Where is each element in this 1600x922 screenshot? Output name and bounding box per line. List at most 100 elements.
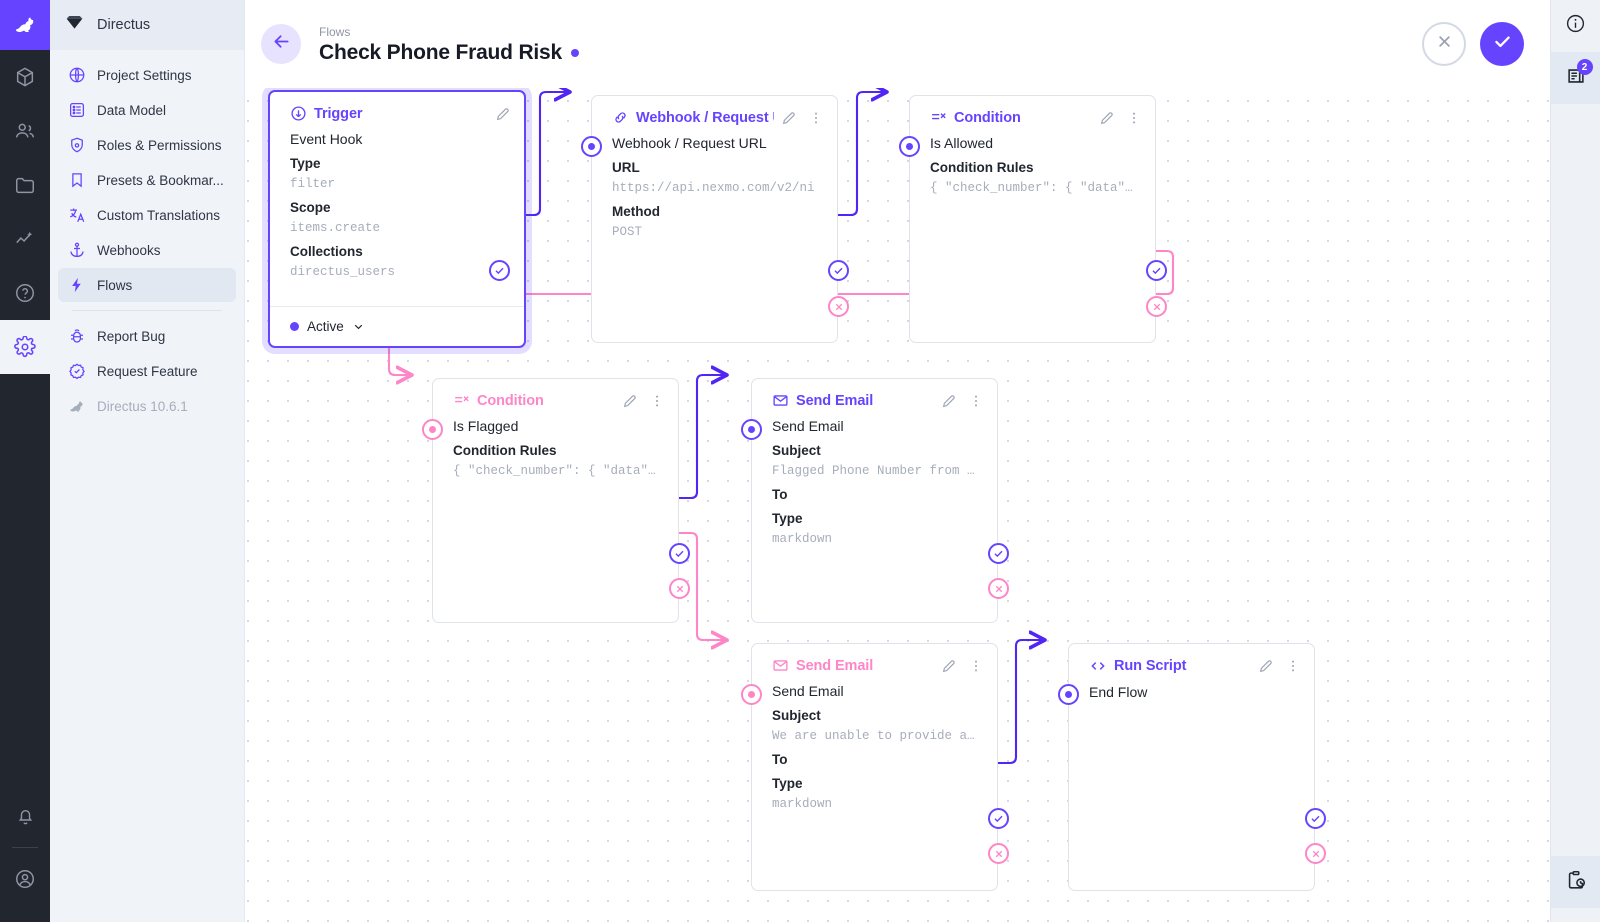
edit-pencil-icon[interactable]: [1258, 658, 1274, 674]
edit-pencil-icon[interactable]: [941, 658, 957, 674]
rail-item-content[interactable]: [0, 50, 50, 104]
node-header: Send Email: [752, 644, 997, 677]
edit-pencil-icon[interactable]: [1099, 110, 1115, 126]
rail-item-files[interactable]: [0, 158, 50, 212]
close-icon: [1435, 32, 1454, 56]
rail-item-insights[interactable]: [0, 212, 50, 266]
edit-pencil-icon[interactable]: [781, 110, 797, 126]
node-header: Condition: [910, 96, 1155, 129]
mail-icon: [772, 657, 789, 674]
shield-icon: [68, 136, 86, 154]
sidebar-version: Directus 10.6.1: [58, 389, 236, 423]
bug-icon: [68, 327, 86, 345]
check-icon: [1492, 31, 1513, 57]
node-body: Send Email Subject We are unable to prov…: [752, 677, 997, 824]
edit-pencil-icon[interactable]: [941, 393, 957, 409]
port-success-run-script[interactable]: [1305, 808, 1326, 829]
node-name: Is Allowed: [930, 135, 994, 151]
sidebar-header: Directus: [50, 0, 244, 50]
port-success-webhook[interactable]: [828, 260, 849, 281]
breadcrumb[interactable]: Flows: [319, 24, 351, 39]
more-options-icon[interactable]: [968, 658, 984, 674]
rail-item-logs[interactable]: 2: [1550, 52, 1600, 104]
node-field-value: items.create: [290, 221, 381, 235]
sidebar-item-label: Presets & Bookmar...: [97, 172, 224, 188]
rail-item-account[interactable]: [0, 852, 50, 906]
node-body: Is Flagged Condition Rules { "check_numb…: [433, 412, 678, 491]
more-options-icon[interactable]: [649, 393, 665, 409]
port-reject-send-email-flagged[interactable]: [988, 578, 1009, 599]
sidebar-item-project-settings[interactable]: Project Settings: [58, 58, 236, 92]
sidebar-item-custom-translations[interactable]: Custom Translations: [58, 198, 236, 232]
node-field-value: filter: [290, 177, 336, 191]
node-field-value: https://api.nexmo.com/v2/ni: [612, 181, 815, 195]
rail-item-info[interactable]: [1551, 0, 1600, 52]
flow-node-send-email-unable[interactable]: Send Email Send Email Subject We are una…: [751, 643, 998, 891]
back-button[interactable]: [261, 24, 301, 64]
more-options-icon[interactable]: [968, 393, 984, 409]
rail-divider: [12, 847, 38, 848]
more-options-icon[interactable]: [1126, 110, 1142, 126]
save-button[interactable]: [1480, 22, 1524, 66]
rail-item-notifications[interactable]: [0, 789, 50, 843]
rail-item-settings[interactable]: [0, 320, 50, 374]
port-success-trigger[interactable]: [489, 260, 510, 281]
flow-node-condition-allowed[interactable]: Condition Is Allowed Condition Rules { "…: [909, 95, 1156, 343]
node-title: Send Email: [796, 392, 874, 409]
sidebar-item-roles-permissions[interactable]: Roles & Permissions: [58, 128, 236, 162]
flow-node-webhook[interactable]: Webhook / Request U Webhook / Request UR…: [591, 95, 838, 343]
port-in-run-script[interactable]: [1058, 684, 1079, 705]
cancel-button[interactable]: [1422, 22, 1466, 66]
sidebar-item-presets-bookmarks[interactable]: Presets & Bookmar...: [58, 163, 236, 197]
port-success-send-email-unable[interactable]: [988, 808, 1009, 829]
node-name: Is Flagged: [453, 418, 519, 434]
flow-node-condition-flagged[interactable]: Condition Is Flagged Condition Rules { "…: [432, 378, 679, 623]
flow-node-trigger[interactable]: Trigger Event Hook Type filter Scope ite…: [268, 90, 526, 348]
port-success-condition-flagged[interactable]: [669, 543, 690, 564]
node-field-key: Method: [612, 204, 660, 219]
more-options-icon[interactable]: [1285, 658, 1301, 674]
node-field-key: Type: [290, 156, 321, 171]
port-in-send-email-unable[interactable]: [741, 684, 762, 705]
arrow-left-icon: [271, 31, 292, 57]
sidebar-item-request-feature[interactable]: Request Feature: [58, 354, 236, 388]
port-in-send-email-flagged[interactable]: [741, 419, 762, 440]
flow-node-run-script[interactable]: Run Script End Flow: [1068, 643, 1315, 891]
sidebar-item-data-model[interactable]: Data Model: [58, 93, 236, 127]
node-name: Send Email: [772, 683, 844, 699]
rail-item-activity[interactable]: [1550, 856, 1600, 908]
topbar-actions: [1422, 22, 1524, 66]
edit-pencil-icon[interactable]: [495, 106, 511, 122]
port-in-webhook[interactable]: [581, 136, 602, 157]
sidebar-item-webhooks[interactable]: Webhooks: [58, 233, 236, 267]
edit-pencil-icon[interactable]: [622, 393, 638, 409]
port-reject-run-script[interactable]: [1305, 843, 1326, 864]
node-status-toggle[interactable]: Active: [270, 306, 524, 346]
sidebar-nav: Project Settings Data Model Roles & Perm…: [50, 50, 244, 424]
port-reject-webhook[interactable]: [828, 296, 849, 317]
port-reject-send-email-unable[interactable]: [988, 843, 1009, 864]
node-field-key: Condition Rules: [930, 160, 1034, 175]
port-success-condition-allowed[interactable]: [1146, 260, 1167, 281]
rail-item-users[interactable]: [0, 104, 50, 158]
node-title: Run Script: [1114, 658, 1187, 674]
port-reject-condition-allowed[interactable]: [1146, 296, 1167, 317]
port-in-condition-allowed[interactable]: [899, 136, 920, 157]
sidebar-version-label: Directus 10.6.1: [97, 398, 188, 414]
flow-editor: Trigger Event Hook Type filter Scope ite…: [245, 0, 1550, 922]
right-rail: 2: [1550, 0, 1600, 922]
node-title: Condition: [954, 109, 1021, 126]
port-success-send-email-flagged[interactable]: [988, 543, 1009, 564]
flow-node-send-email-flagged[interactable]: Send Email Send Email Subject Flagged Ph…: [751, 378, 998, 623]
sidebar-item-flows[interactable]: Flows: [58, 268, 236, 302]
port-in-condition-flagged[interactable]: [422, 419, 443, 440]
rabbit-logo-icon[interactable]: [0, 0, 50, 50]
node-field-key: Subject: [772, 708, 821, 723]
rail-item-help[interactable]: [0, 266, 50, 320]
node-field-value: We are unable to provide a…: [772, 729, 975, 743]
node-field-key: To: [772, 752, 788, 767]
code-icon: [1089, 657, 1107, 675]
more-options-icon[interactable]: [808, 110, 824, 126]
port-reject-condition-flagged[interactable]: [669, 578, 690, 599]
sidebar-item-report-bug[interactable]: Report Bug: [58, 319, 236, 353]
